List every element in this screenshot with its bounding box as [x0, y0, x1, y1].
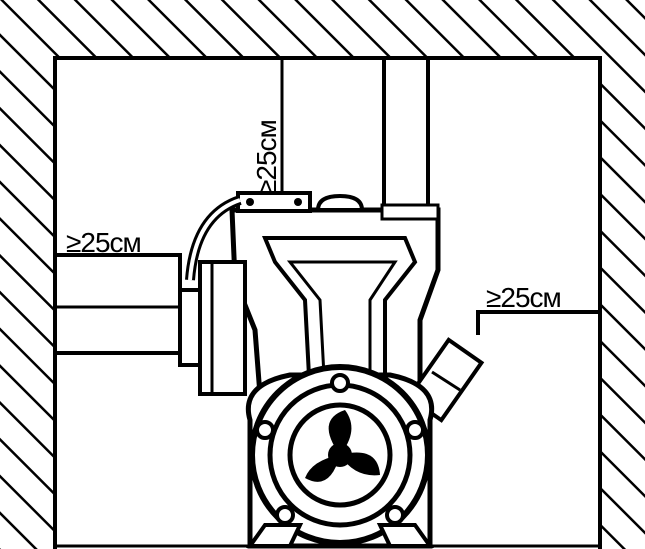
top-clearance-label: ≥25см	[251, 120, 282, 195]
left-clearance-label: ≥25см	[66, 227, 141, 258]
outlet-pipe	[382, 58, 430, 210]
motor-housing	[246, 364, 434, 549]
right-clearance-label: ≥25см	[486, 282, 561, 313]
inlet-pipe-left	[53, 253, 182, 355]
right-step-ledge	[476, 310, 600, 335]
pressure-switch-box	[178, 195, 247, 396]
